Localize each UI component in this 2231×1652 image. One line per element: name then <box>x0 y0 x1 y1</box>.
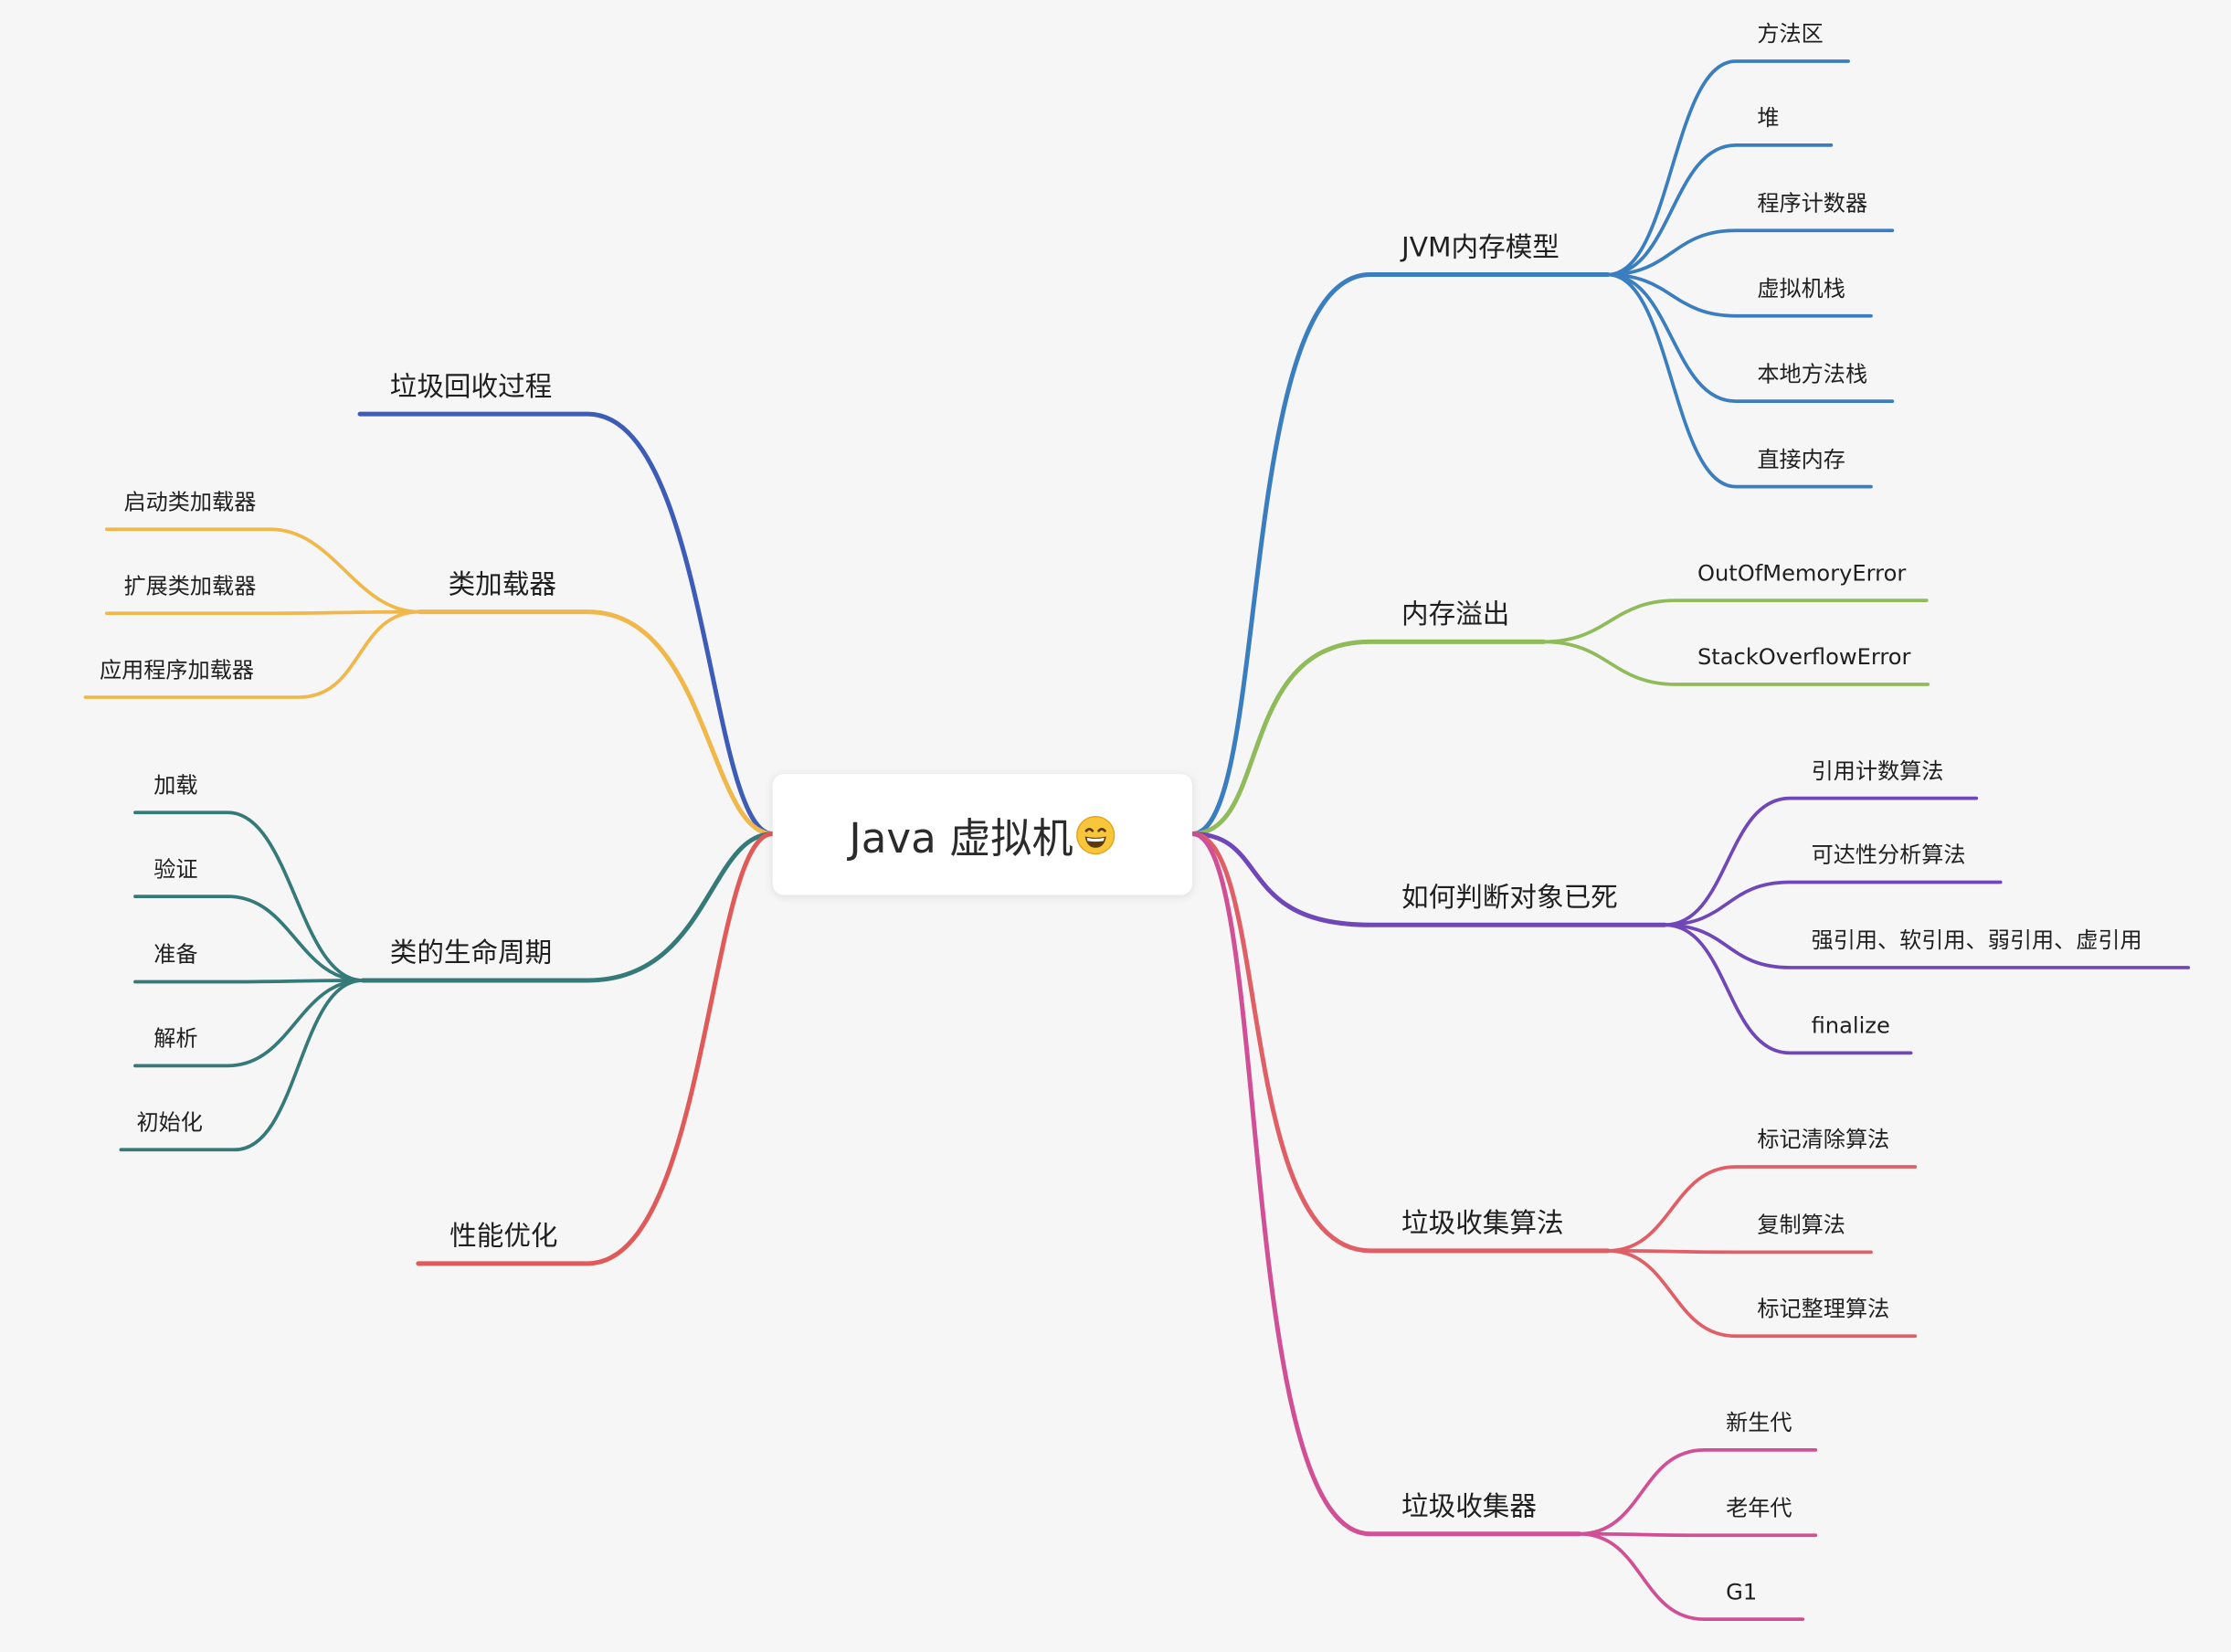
connector-jvm-memory-model-4 <box>1605 272 1895 404</box>
leaf-gc-algorithms-2[interactable]: 标记整理算法 <box>1757 1296 1890 1322</box>
leaf-jvm-memory-model-0[interactable]: 方法区 <box>1757 21 1824 48</box>
connector-gc-algorithms-2 <box>1605 1248 1918 1339</box>
branch-gc-process[interactable]: 垃圾回收过程 <box>389 371 553 403</box>
leaf-class-loader-1[interactable]: 扩展类加载器 <box>123 573 257 599</box>
connector-class-lifecycle-2 <box>133 979 365 984</box>
root-node[interactable]: Java 虚拟机 <box>772 774 1193 895</box>
connector-class-loader-1 <box>104 609 422 616</box>
leaf-is-object-dead-3[interactable]: finalize <box>1811 1012 1890 1039</box>
connector-gc-process <box>357 411 776 837</box>
leaf-is-object-dead-2[interactable]: 强引用、软引用、弱引用、虚引用 <box>1811 927 2142 954</box>
leaf-class-lifecycle-1[interactable]: 验证 <box>153 856 198 883</box>
root-label: Java 虚拟机 <box>849 812 1073 862</box>
branch-class-loader[interactable]: 类加载器 <box>448 568 556 601</box>
connector-class-lifecycle <box>360 831 776 983</box>
connector-memory-overflow <box>1190 639 1547 837</box>
connector-is-object-dead <box>1190 831 1667 927</box>
leaf-gc-collectors-1[interactable]: 老年代 <box>1726 1495 1792 1521</box>
connector-class-loader-0 <box>104 527 422 614</box>
connector-memory-overflow-1 <box>1541 640 1930 686</box>
connector-jvm-memory-model-5 <box>1605 272 1873 489</box>
leaf-is-object-dead-0[interactable]: 引用计数算法 <box>1811 758 1944 785</box>
grinning-face-icon <box>1076 815 1116 854</box>
leaf-gc-algorithms-1[interactable]: 复制算法 <box>1757 1212 1845 1238</box>
connector-gc-algorithms-1 <box>1605 1248 1873 1255</box>
leaf-class-loader-2[interactable]: 应用程序加载器 <box>100 657 255 683</box>
leaf-class-lifecycle-3[interactable]: 解析 <box>153 1025 198 1052</box>
connector-is-object-dead-2 <box>1663 923 2191 969</box>
branch-gc-algorithms[interactable]: 垃圾收集算法 <box>1401 1208 1564 1240</box>
connector-memory-overflow-0 <box>1541 598 1929 644</box>
connector-class-loader <box>417 609 776 837</box>
leaf-gc-collectors-2[interactable]: G1 <box>1726 1579 1758 1605</box>
leaf-jvm-memory-model-1[interactable]: 堆 <box>1757 105 1780 132</box>
leaf-class-lifecycle-4[interactable]: 初始化 <box>136 1109 203 1136</box>
connector-class-lifecycle-0 <box>133 810 365 982</box>
connector-gc-collectors-2 <box>1577 1531 1805 1622</box>
connector-class-lifecycle-3 <box>133 979 365 1068</box>
leaf-jvm-memory-model-3[interactable]: 虚拟机栈 <box>1757 276 1845 302</box>
leaf-class-loader-0[interactable]: 启动类加载器 <box>123 489 257 515</box>
connector-jvm-memory-model <box>1190 272 1611 837</box>
leaf-jvm-memory-model-2[interactable]: 程序计数器 <box>1757 190 1868 217</box>
connector-jvm-memory-model-0 <box>1605 59 1850 277</box>
leaf-memory-overflow-1[interactable]: StackOverflowError <box>1697 644 1911 671</box>
leaf-class-lifecycle-2[interactable]: 准备 <box>153 941 198 968</box>
connector-jvm-memory-model-3 <box>1605 272 1873 318</box>
connector-class-lifecycle-4 <box>119 979 365 1152</box>
leaf-jvm-memory-model-4[interactable]: 本地方法栈 <box>1757 361 1868 387</box>
connector-gc-collectors <box>1190 831 1582 1537</box>
leaf-class-lifecycle-0[interactable]: 加载 <box>153 772 198 799</box>
leaf-is-object-dead-1[interactable]: 可达性分析算法 <box>1811 842 1966 868</box>
connector-gc-collectors-1 <box>1577 1531 1818 1538</box>
connector-jvm-memory-model-2 <box>1605 228 1895 277</box>
branch-is-object-dead[interactable]: 如何判断对象已死 <box>1401 882 1618 914</box>
leaf-memory-overflow-0[interactable]: OutOfMemoryError <box>1697 560 1907 587</box>
branch-gc-collectors[interactable]: 垃圾收集器 <box>1401 1491 1538 1523</box>
connector-class-lifecycle-1 <box>133 895 365 982</box>
connector-is-object-dead-1 <box>1663 880 2003 927</box>
connector-is-object-dead-0 <box>1663 796 1979 927</box>
leaf-gc-algorithms-0[interactable]: 标记清除算法 <box>1757 1127 1890 1153</box>
leaf-jvm-memory-model-5[interactable]: 直接内存 <box>1757 446 1845 473</box>
connector-is-object-dead-3 <box>1663 923 1913 1055</box>
connector-gc-collectors-0 <box>1577 1447 1818 1536</box>
connector-jvm-memory-model-1 <box>1605 143 1834 277</box>
connector-gc-algorithms <box>1190 831 1611 1254</box>
connector-gc-algorithms-0 <box>1605 1165 1918 1253</box>
branch-performance-tuning[interactable]: 性能优化 <box>449 1221 558 1253</box>
branch-jvm-memory-model[interactable]: JVM内存模型 <box>1401 231 1560 264</box>
connector-performance-tuning <box>416 831 776 1266</box>
branch-memory-overflow[interactable]: 内存溢出 <box>1401 598 1510 630</box>
branch-class-lifecycle[interactable]: 类的生命周期 <box>389 937 553 969</box>
leaf-gc-collectors-0[interactable]: 新生代 <box>1726 1410 1792 1436</box>
connector-class-loader-2 <box>83 609 422 699</box>
